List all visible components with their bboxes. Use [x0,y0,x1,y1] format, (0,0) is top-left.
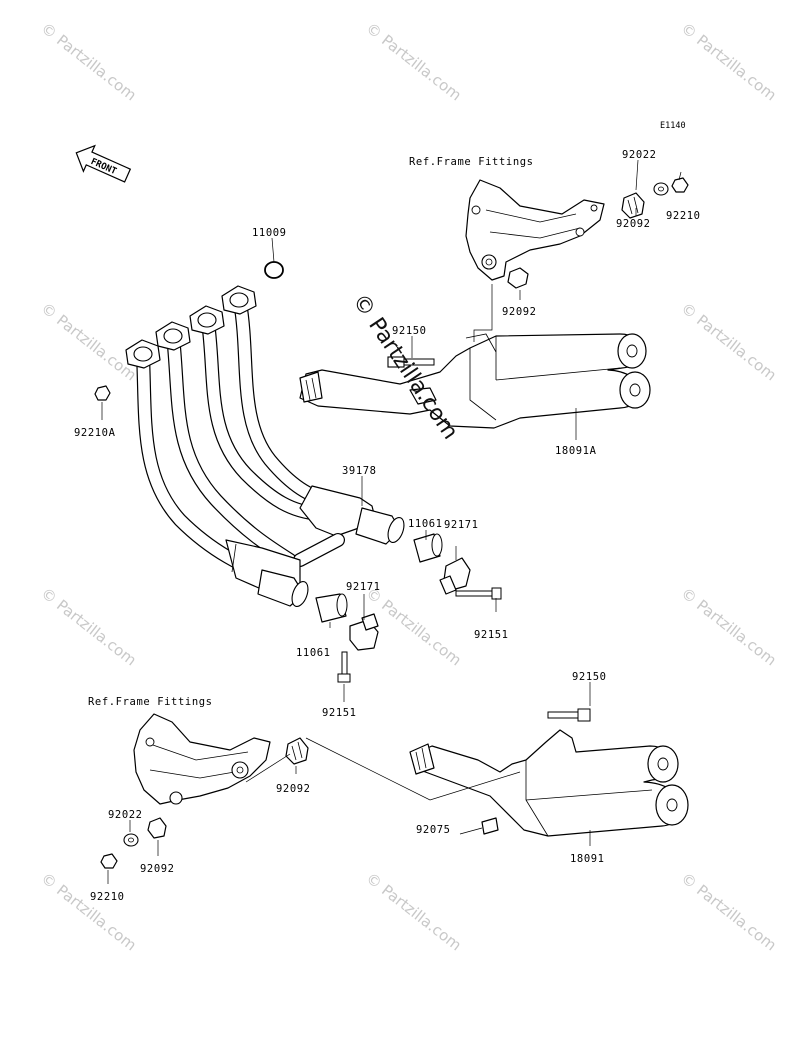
nut-92210A [94,385,111,401]
part-label-92022: 92022 [622,149,657,161]
bolt-92151-left [337,651,351,683]
ref-frame-fittings-upper: Ref.Frame Fittings [409,156,534,168]
part-label-92171: 92171 [346,581,381,593]
part-label-92150: 92150 [392,325,427,337]
part-label-92150: 92150 [572,671,607,683]
leader-lines [101,159,682,884]
diagram-code: E1140 [660,121,686,131]
washer-92022-upper [653,182,669,196]
gasket-11061-left [315,593,348,623]
watermark: © Partzilla.com [678,869,780,954]
bolt-92150-upper [387,356,435,368]
watermark: © Partzilla.com [38,299,140,384]
clamp-92171-left [349,613,379,651]
watermark: © Partzilla.com [678,584,780,669]
gasket-11009 [264,261,284,279]
clamp-92171-right [439,557,471,595]
flange [221,285,257,315]
collar-92092-lower-left [147,817,167,839]
part-label-39178: 39178 [342,465,377,477]
collar-92092-upper [621,192,645,219]
part-label-92210: 92210 [90,891,125,903]
plug-92075 [481,817,499,835]
part-label-18091A: 18091A [555,445,597,457]
upper-muffler-18091A [299,333,651,429]
gasket-11061-right [413,533,443,563]
lower-frame-bracket [133,713,271,805]
part-label-92092: 92092 [616,218,651,230]
watermark: © Partzilla.com [38,584,140,669]
bolt-92150-lower [547,708,591,722]
part-label-11009: 11009 [252,227,287,239]
watermark: © Partzilla.com [363,19,465,104]
watermark: © Partzilla.com [678,19,780,104]
bolt-92151-right [455,587,502,600]
watermark: © Partzilla.com [363,869,465,954]
watermark: © Partzilla.com [678,299,780,384]
part-label-92171: 92171 [444,519,479,531]
part-label-92092: 92092 [502,306,537,318]
watermark: © Partzilla.com [38,869,140,954]
upper-frame-bracket [465,179,605,281]
part-label-92075: 92075 [416,824,451,836]
watermark: © Partzilla.com [363,584,465,669]
part-label-92210A: 92210A [74,427,116,439]
exhaust-header-pipes [125,285,405,607]
front-arrow-icon: FRONT [75,144,132,183]
flange [189,305,225,335]
watermark: © Partzilla.com [38,19,140,104]
flange [125,339,161,369]
part-label-11061: 11061 [408,518,443,530]
nut-92210-upper [671,177,689,193]
part-label-92210: 92210 [666,210,701,222]
part-number-labels: 92022 92210 92092 92092 11009 92150 9221… [74,149,701,903]
washer-92022-lower [123,833,139,847]
part-label-92151: 92151 [474,629,509,641]
part-label-92022: 92022 [108,809,143,821]
part-label-92092: 92092 [140,863,175,875]
part-label-18091: 18091 [570,853,605,865]
part-label-92092: 92092 [276,783,311,795]
lower-muffler-18091 [409,729,689,837]
flange [155,321,191,351]
ref-frame-fittings-lower: Ref.Frame Fittings [88,696,213,708]
reference-labels: Ref.Frame Fittings Ref.Frame Fittings [88,156,534,708]
nut-92210-lower [100,853,118,869]
part-label-92151: 92151 [322,707,357,719]
collar-92092-middle [507,267,529,289]
part-label-11061: 11061 [296,647,331,659]
collar-92092-lower-right [285,737,309,765]
